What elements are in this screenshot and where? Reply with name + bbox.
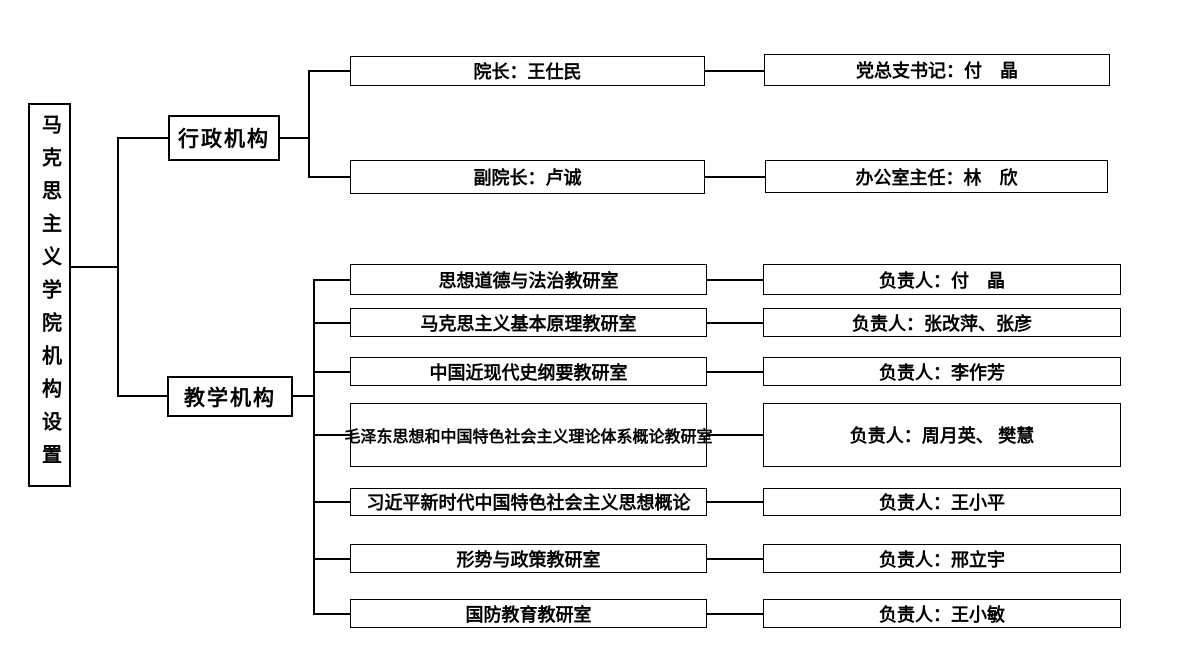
teaching-office-box: 国防教育教研室 <box>350 599 707 628</box>
teaching-head-label: 负责人：李作芳 <box>879 362 1005 383</box>
connector-line <box>308 70 351 72</box>
teaching-office-box: 毛泽东思想和中国特色社会主义理论体系概论教研室 <box>345 403 713 467</box>
teaching-head-box: 负责人：付 晶 <box>763 264 1121 295</box>
connector-line <box>706 279 764 281</box>
teaching-head-label: 负责人：王小敏 <box>879 604 1005 625</box>
teaching-office-box: 思想道德与法治教研室 <box>350 264 707 295</box>
connector-line <box>706 613 764 615</box>
party-secretary-label: 党总支书记：付 晶 <box>856 61 1018 81</box>
teaching-head-box: 负责人：李作芳 <box>763 357 1121 386</box>
connector-line <box>313 613 351 615</box>
connector-line <box>313 279 315 615</box>
teaching-office-label: 习近平新时代中国特色社会主义思想概论 <box>366 493 691 513</box>
connector-line <box>706 558 764 560</box>
connector-line <box>313 322 351 324</box>
connector-line <box>706 322 764 324</box>
connector-line <box>313 371 351 373</box>
teaching-head-box: 负责人：邢立宇 <box>763 544 1121 573</box>
connector-line <box>706 501 764 503</box>
teaching-office-label: 思想道德与法治教研室 <box>438 270 619 291</box>
connector-line <box>704 70 765 72</box>
root-title: 马克思主义学院机构设置 <box>38 113 61 477</box>
teaching-head-label: 负责人：王小平 <box>879 493 1005 513</box>
dean-box: 院长：王仕民 <box>350 56 705 86</box>
teaching-office-box: 中国近现代史纲要教研室 <box>350 357 707 386</box>
branch-teaching-label: 教学机构 <box>184 385 276 410</box>
connector-line <box>117 395 168 397</box>
connector-line <box>279 137 309 139</box>
office-director-label: 办公室主任：林 欣 <box>855 167 1018 188</box>
teaching-office-box: 习近平新时代中国特色社会主义思想概论 <box>350 488 707 516</box>
connector-line <box>308 70 310 178</box>
root-box: 马克思主义学院机构设置 <box>28 103 71 487</box>
office-director-box: 办公室主任：林 欣 <box>765 160 1108 193</box>
connector-line <box>308 176 351 178</box>
connector-line <box>313 279 351 281</box>
teaching-office-label: 形势与政策教研室 <box>456 549 601 570</box>
teaching-head-box: 负责人：王小平 <box>763 488 1121 516</box>
teaching-office-box: 形势与政策教研室 <box>350 544 707 573</box>
teaching-head-label: 负责人：邢立宇 <box>879 549 1005 570</box>
teaching-head-label: 负责人：周月英、 樊慧 <box>849 426 1035 446</box>
connector-line <box>706 371 764 373</box>
connector-line <box>71 266 117 268</box>
teaching-office-label: 毛泽东思想和中国特色社会主义理论体系概论教研室 <box>344 429 713 446</box>
teaching-office-label: 中国近现代史纲要教研室 <box>429 362 628 383</box>
dean-label: 院长：王仕民 <box>473 62 582 82</box>
branch-admin-label: 行政机构 <box>178 127 270 151</box>
party-secretary-box: 党总支书记：付 晶 <box>764 54 1110 86</box>
vice-dean-label: 副院长：卢诚 <box>473 168 582 188</box>
teaching-head-box: 负责人：张改萍、张彦 <box>763 308 1121 337</box>
connector-line <box>313 434 351 436</box>
teaching-head-label: 负责人：付 晶 <box>879 270 1005 291</box>
connector-line <box>313 501 351 503</box>
branch-teaching-box: 教学机构 <box>167 376 293 417</box>
connector-line <box>704 176 766 178</box>
teaching-office-label: 国防教育教研室 <box>465 604 592 625</box>
teaching-head-box: 负责人：王小敏 <box>763 599 1121 628</box>
connector-line <box>292 395 314 397</box>
teaching-head-box: 负责人：周月英、 樊慧 <box>763 403 1121 467</box>
teaching-office-label: 马克思主义基本原理教研室 <box>420 313 637 334</box>
branch-admin-box: 行政机构 <box>168 115 280 161</box>
teaching-head-label: 负责人：张改萍、张彦 <box>852 313 1032 334</box>
connector-line <box>117 137 119 396</box>
connector-line <box>117 137 169 139</box>
connector-line <box>706 434 764 436</box>
teaching-office-box: 马克思主义基本原理教研室 <box>350 308 707 337</box>
vice-dean-box: 副院长：卢诚 <box>350 160 705 194</box>
connector-line <box>313 558 351 560</box>
